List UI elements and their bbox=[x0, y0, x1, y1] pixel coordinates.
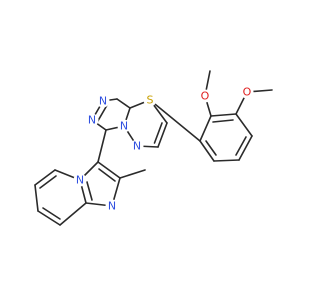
bond bbox=[199, 140, 215, 162]
atom-label-layer: N N N N S N N O bbox=[73, 85, 254, 213]
bond bbox=[59, 202, 87, 226]
atom-label-o: O bbox=[201, 90, 210, 103]
atom-label-n: N bbox=[108, 200, 116, 213]
atom-label-n: N bbox=[99, 95, 107, 108]
bond bbox=[205, 140, 217, 156]
bond bbox=[157, 122, 168, 148]
nitrogen-atom: N bbox=[130, 139, 144, 153]
bond bbox=[86, 181, 93, 201]
bond bbox=[98, 168, 116, 182]
oxygen-atom: O bbox=[240, 85, 254, 99]
atom-label-n: N bbox=[88, 114, 96, 127]
atom-label-n: N bbox=[76, 174, 84, 187]
bond bbox=[97, 161, 121, 179]
bond bbox=[116, 98, 131, 109]
bond bbox=[149, 99, 201, 142]
bond bbox=[213, 159, 240, 162]
bond bbox=[210, 113, 237, 117]
bond bbox=[97, 129, 107, 163]
bond bbox=[153, 122, 163, 144]
atom-label-s: S bbox=[147, 94, 154, 107]
bond bbox=[34, 169, 56, 186]
bond-layer bbox=[34, 70, 273, 226]
bond bbox=[235, 113, 253, 137]
bond bbox=[212, 119, 234, 123]
atom-label-n: N bbox=[120, 120, 128, 133]
nitrogen-atom: N bbox=[85, 113, 99, 127]
bond bbox=[199, 115, 212, 142]
bond bbox=[238, 135, 253, 161]
nitrogen-atom: N bbox=[117, 119, 131, 133]
atom-label-n: N bbox=[133, 140, 141, 153]
bond bbox=[34, 184, 39, 212]
sulfur-atom: S bbox=[143, 93, 157, 107]
bond bbox=[235, 136, 247, 156]
atom-label-o: O bbox=[243, 86, 252, 99]
bond bbox=[42, 207, 61, 220]
molecule-structure-canvas: N N N N S N N O bbox=[34, 70, 273, 226]
molecule-diagram: N N N N S N N O bbox=[34, 70, 273, 226]
bond bbox=[119, 169, 146, 179]
nitrogen-atom: N bbox=[73, 173, 87, 187]
oxygen-atom: O bbox=[198, 89, 212, 103]
bond bbox=[96, 103, 109, 124]
bond bbox=[39, 175, 57, 189]
nitrogen-atom: N bbox=[96, 94, 110, 108]
nitrogen-atom: N bbox=[105, 199, 119, 213]
bond bbox=[37, 210, 61, 226]
